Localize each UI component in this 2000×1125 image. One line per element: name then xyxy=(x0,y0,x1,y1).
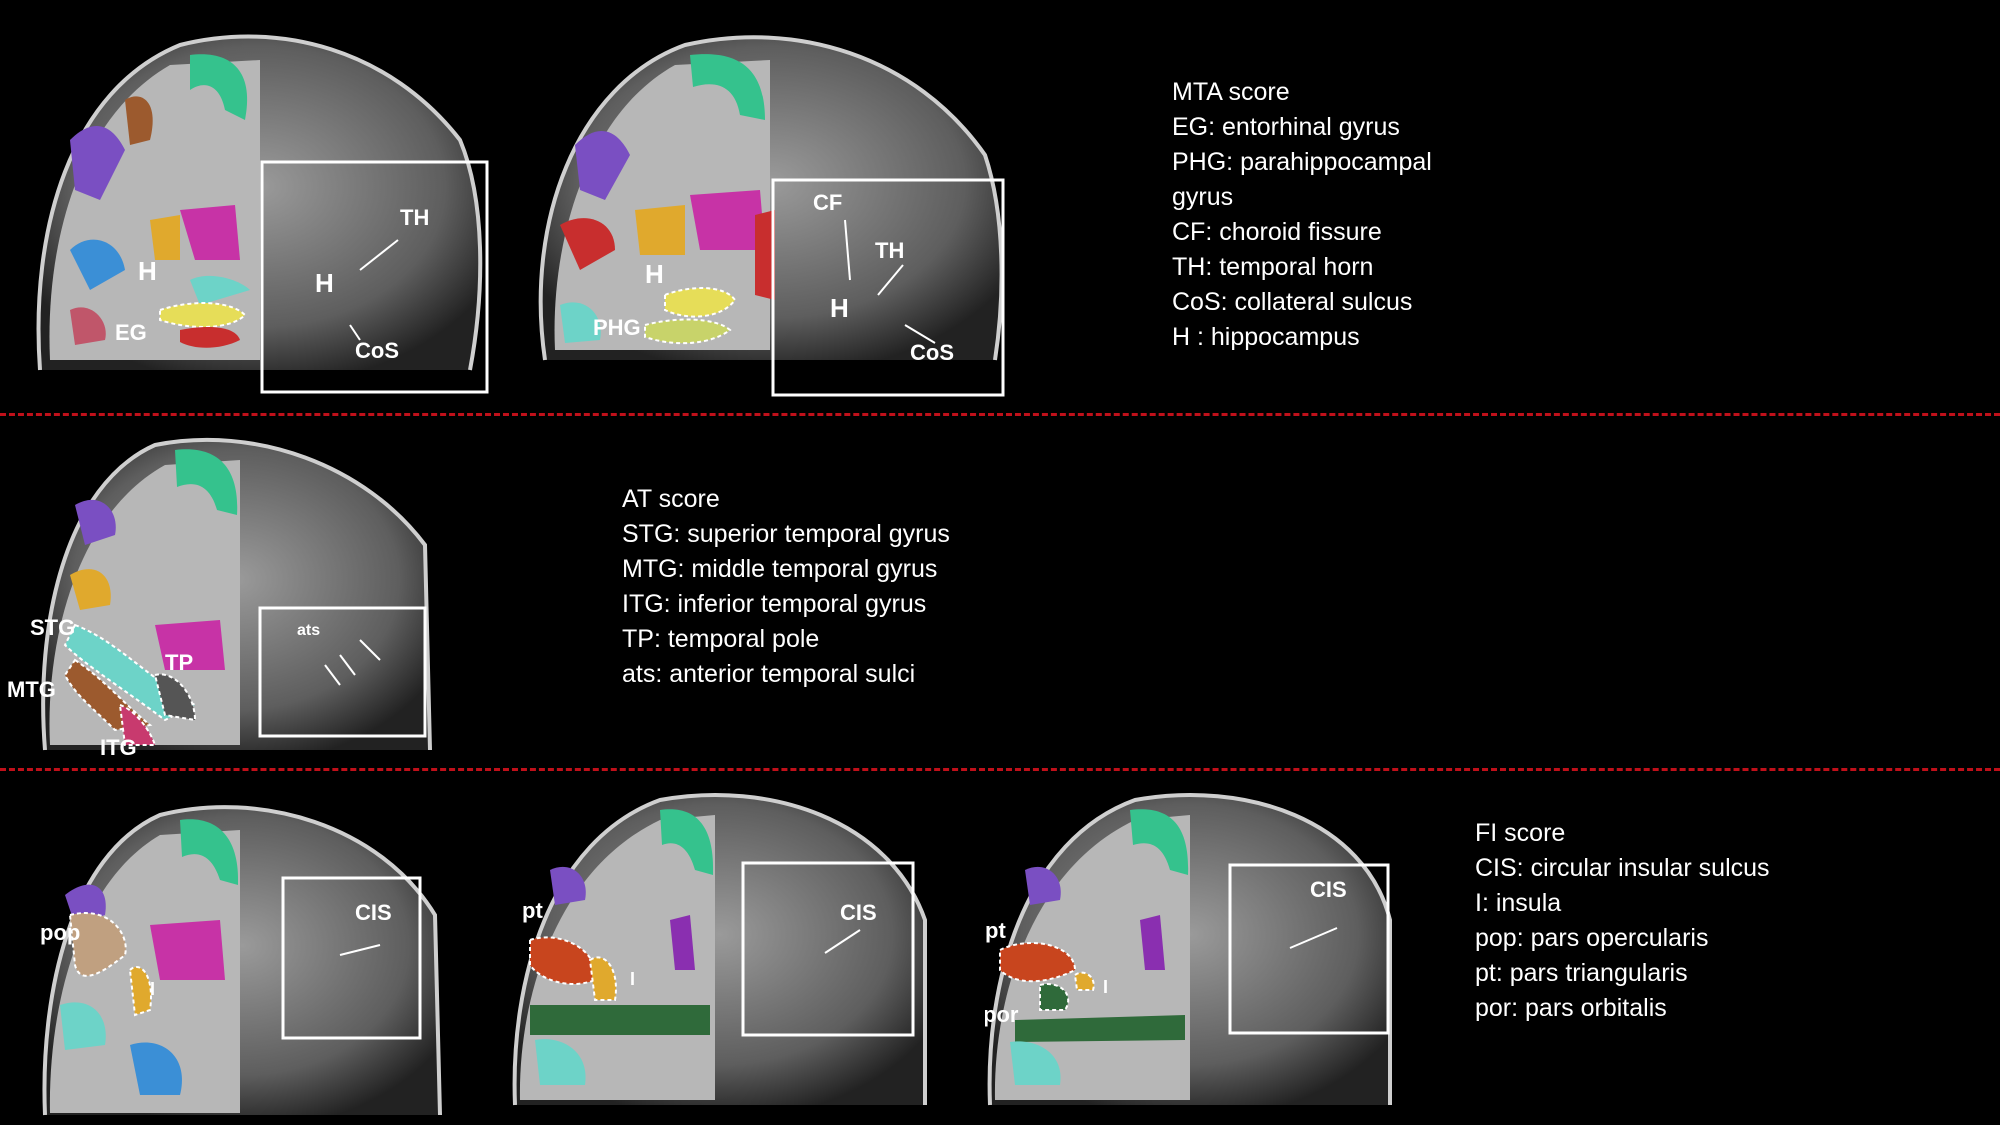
segmentation-overlay xyxy=(49,460,240,745)
legend-item: PHG: parahippocampal xyxy=(1172,148,1432,176)
mta-mri-panel-1: H EG TH H CoS xyxy=(30,30,490,402)
mta-legend: MTA score EG: entorhinal gyrus PHG: para… xyxy=(1172,75,1432,355)
legend-item: I: insula xyxy=(1475,889,1562,917)
arrow xyxy=(1289,927,1338,949)
label-eg: EG xyxy=(115,320,147,345)
zoom-box xyxy=(258,606,427,738)
legend-item: CF: choroid fissure xyxy=(1172,218,1382,246)
arrow xyxy=(324,664,341,686)
legend-item: TH: temporal horn xyxy=(1172,253,1374,281)
zoom-box xyxy=(1228,863,1390,1035)
legend-item: MTG: middle temporal gyrus xyxy=(622,555,938,583)
at-mri-panel: STG MTG ITG TP ats xyxy=(5,425,435,760)
label-h-left: H xyxy=(645,259,664,289)
arrow xyxy=(349,324,361,341)
arrow xyxy=(844,219,851,281)
arrow xyxy=(339,944,381,956)
fi-mri-panel-3: pt por I CIS xyxy=(985,780,1395,1110)
arrow xyxy=(359,239,399,271)
section-divider xyxy=(0,768,2000,771)
label-i: I xyxy=(630,969,635,989)
legend-item: ats: anterior temporal sulci xyxy=(622,660,916,688)
legend-title: MTA score xyxy=(1172,78,1290,106)
arrow xyxy=(877,264,904,296)
label-pop: pop xyxy=(40,920,80,945)
label-cis: CIS xyxy=(355,900,392,925)
legend-item: EG: entorhinal gyrus xyxy=(1172,113,1400,141)
legend-item: gyrus xyxy=(1172,183,1234,211)
label-h-box: H xyxy=(830,293,849,323)
zoom-box xyxy=(260,160,489,394)
label-h-box: H xyxy=(315,268,334,298)
label-pt: pt xyxy=(985,918,1006,943)
label-cis: CIS xyxy=(840,900,877,925)
label-por: por xyxy=(985,1002,1019,1027)
arrow xyxy=(339,654,356,676)
zoom-box xyxy=(741,861,915,1037)
section-divider xyxy=(0,413,2000,416)
label-cf: CF xyxy=(813,190,842,215)
label-th: TH xyxy=(875,238,904,263)
label-i: I xyxy=(1103,977,1108,997)
arrow xyxy=(359,639,381,661)
label-cos: CoS xyxy=(910,340,954,365)
fi-legend: FI score CIS: circular insular sulcus I:… xyxy=(1475,816,1770,1026)
zoom-box xyxy=(771,178,1005,397)
at-legend: AT score STG: superior temporal gyrus MT… xyxy=(622,482,950,692)
skull-outline xyxy=(36,34,483,371)
label-cis: CIS xyxy=(1310,877,1347,902)
label-h-left: H xyxy=(138,256,157,286)
legend-item: CoS: collateral sulcus xyxy=(1172,288,1413,316)
legend-item: TP: temporal pole xyxy=(622,625,820,653)
legend-item: STG: superior temporal gyrus xyxy=(622,520,950,548)
legend-item: pt: pars triangularis xyxy=(1475,959,1688,987)
legend-title: AT score xyxy=(622,485,720,513)
fi-mri-panel-2: pt I CIS xyxy=(510,780,930,1110)
label-th: TH xyxy=(400,205,429,230)
label-ats: ats xyxy=(297,622,320,639)
label-i: I xyxy=(150,979,155,999)
label-tp: TP xyxy=(165,650,193,675)
legend-item: por: pars orbitalis xyxy=(1475,994,1667,1022)
mta-mri-panel-2: H PHG CF TH H CoS xyxy=(515,25,1010,402)
label-pt: pt xyxy=(522,898,543,923)
label-mtg: MTG xyxy=(7,677,56,702)
label-phg: PHG xyxy=(593,315,641,340)
label-stg: STG xyxy=(30,615,75,640)
legend-item: H : hippocampus xyxy=(1172,323,1360,351)
label-itg: ITG xyxy=(100,735,137,760)
arrow xyxy=(824,929,861,954)
legend-item: ITG: inferior temporal gyrus xyxy=(622,590,927,618)
arrow xyxy=(904,324,936,344)
legend-item: CIS: circular insular sulcus xyxy=(1475,854,1770,882)
fi-mri-panel-1: pop I CIS xyxy=(40,795,445,1120)
zoom-box xyxy=(281,876,422,1040)
label-cos: CoS xyxy=(355,338,399,363)
legend-title: FI score xyxy=(1475,819,1566,847)
legend-item: pop: pars opercularis xyxy=(1475,924,1709,952)
